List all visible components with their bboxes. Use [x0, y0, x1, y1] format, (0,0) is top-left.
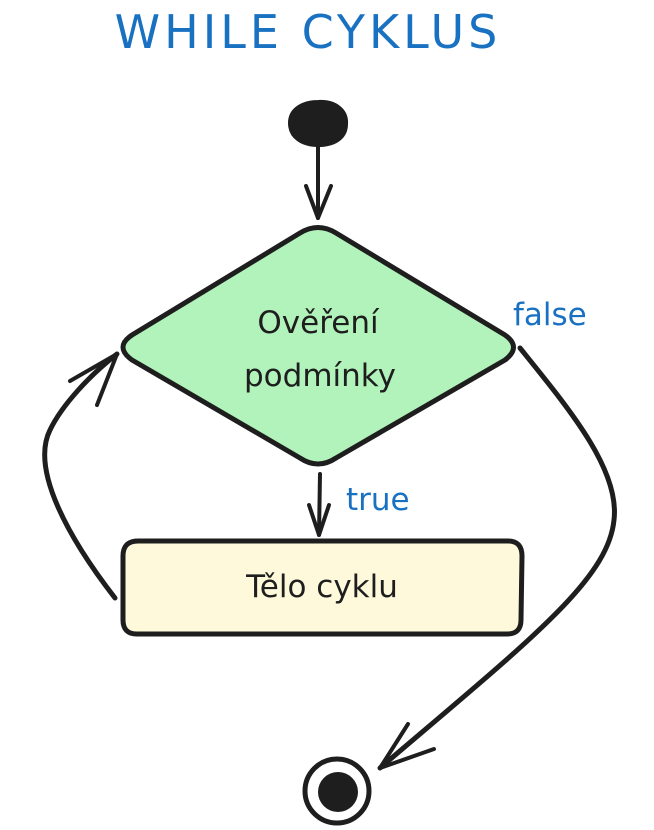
process-label: Tělo cyklu — [245, 569, 398, 605]
edge-condition-to-end[interactable] — [377, 345, 617, 771]
arrowhead-icon — [68, 352, 119, 407]
decision-shape — [120, 225, 516, 467]
edge-body-to-condition[interactable] — [42, 351, 120, 601]
end-node-inner-dot — [318, 772, 358, 812]
process-node-body[interactable]: Tělo cyklu — [120, 538, 525, 637]
decision-label-line-1: Ověření — [257, 305, 380, 341]
arrowhead-icon — [378, 722, 436, 770]
end-node[interactable] — [302, 756, 372, 826]
start-node[interactable] — [287, 99, 349, 148]
edge-label-false: false — [513, 297, 587, 333]
decision-node-condition[interactable]: Ověření podmínky — [120, 225, 516, 467]
process-shape — [120, 538, 525, 637]
edge-label-true: true — [346, 482, 410, 518]
diagram-title: WHILE CYKLUS — [115, 5, 502, 59]
arrowhead-icon — [307, 503, 331, 537]
arrowhead-icon — [304, 184, 333, 220]
decision-label-line-2: podmínky — [244, 358, 396, 394]
edge-condition-to-body[interactable] — [307, 472, 331, 537]
edge-start-to-condition[interactable] — [304, 144, 333, 220]
